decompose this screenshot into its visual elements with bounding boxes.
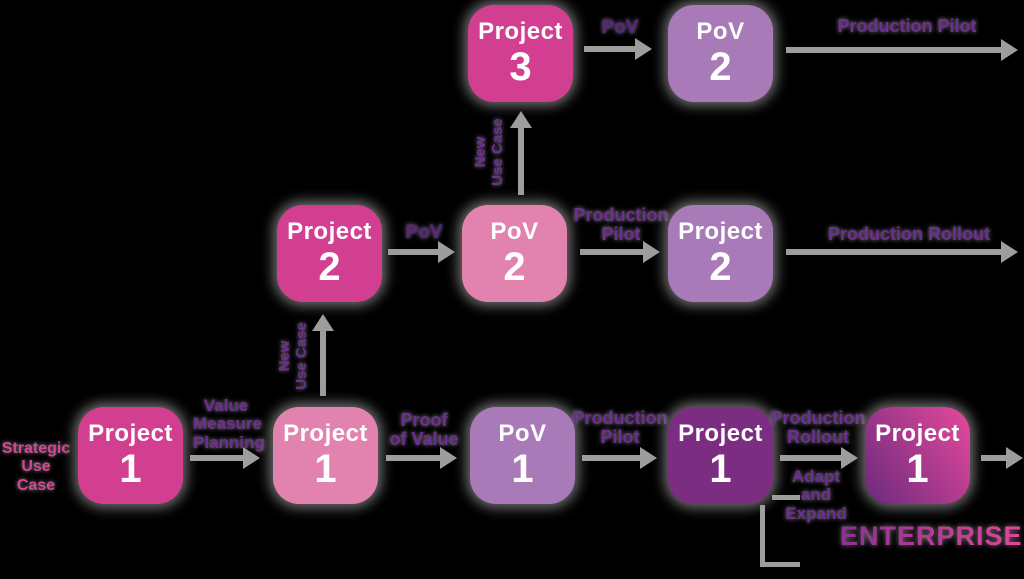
arrow-project3-to-pov2 [584, 38, 652, 60]
node-number: 3 [509, 45, 532, 90]
node-project-1-b: Project 1 [273, 407, 378, 504]
arrow-label-proof-of-value: Proof of Value [389, 410, 459, 450]
node-title: Project [678, 419, 763, 447]
arrow-head-icon [510, 111, 532, 128]
node-number: 2 [709, 245, 732, 290]
node-number: 1 [906, 447, 929, 492]
node-number: 1 [314, 447, 337, 492]
node-number: 2 [709, 45, 732, 90]
node-title: Project [287, 217, 372, 245]
node-title: Project [678, 217, 763, 245]
arrow-project2-to-pov2 [388, 241, 455, 263]
arrow-head-icon [841, 447, 858, 469]
node-title: Project [283, 419, 368, 447]
node-project-1-c: Project 1 [668, 407, 773, 504]
node-project-3: Project 3 [468, 5, 573, 102]
arrow-label-pov-mid: PoV [405, 222, 443, 243]
node-number: 1 [511, 447, 534, 492]
arrow-line [786, 47, 1001, 53]
node-number: 2 [318, 245, 341, 290]
node-title: PoV [696, 17, 745, 45]
node-pov-1: PoV 1 [470, 407, 575, 504]
arrow-head-icon [243, 447, 260, 469]
arrow-line [786, 249, 1001, 255]
node-title: Project [88, 419, 173, 447]
strategic-use-case-label: Strategic Use Case [1, 440, 71, 494]
arrow-head-icon [640, 447, 657, 469]
arrow-label-production-pilot-mid: Production Pilot [573, 205, 669, 245]
arrow-label-new-use-case-bottom: New Use Case [276, 322, 310, 390]
arrow-label-adapt-and-expand: Adapt and Expand [785, 467, 847, 523]
arrow-project2-to-production-rollout [786, 241, 1018, 263]
node-project-1-d: Project 1 [865, 407, 970, 504]
arrow-line [518, 128, 524, 195]
arrow-new-use-case-top [510, 111, 532, 195]
arrow-label-production-rollout-mid: Production Rollout [828, 224, 990, 244]
arrow-head-icon [1001, 39, 1018, 61]
arrow-head-icon [635, 38, 652, 60]
arrow-label-production-pilot-top: Production Pilot [837, 16, 977, 36]
node-title: Project [875, 419, 960, 447]
arrow-line [190, 455, 243, 461]
arrow-label-pov-top: PoV [601, 17, 639, 38]
arrow-head-icon [440, 447, 457, 469]
node-number: 1 [119, 447, 142, 492]
arrow-line [386, 455, 440, 461]
arrow-project1b-to-pov1 [386, 447, 457, 469]
node-title: PoV [490, 217, 539, 245]
adapt-elbow-vertical-line [760, 505, 765, 567]
arrow-head-icon [438, 241, 455, 263]
arrow-pov1-to-project1c [582, 447, 657, 469]
node-number: 1 [709, 447, 732, 492]
arrow-new-use-case-bottom [312, 314, 334, 396]
node-title: Project [478, 17, 563, 45]
arrow-line [388, 249, 438, 255]
arrow-project1c-to-project1d [780, 447, 858, 469]
arrow-project1d-out [981, 447, 1023, 469]
arrow-label-production-pilot-bottom: Production Pilot [572, 408, 668, 448]
node-pov-2-mid: PoV 2 [462, 205, 567, 302]
node-title: PoV [498, 419, 547, 447]
arrow-label-production-rollout-bottom: Production Rollout [770, 408, 866, 448]
node-number: 2 [503, 245, 526, 290]
arrow-line [780, 455, 841, 461]
arrow-label-new-use-case-top: New Use Case [472, 118, 506, 186]
arrow-pov2-to-production-pilot [786, 39, 1018, 61]
arrow-pov2-to-project2 [580, 241, 660, 263]
node-project-2: Project 2 [277, 205, 382, 302]
arrow-project1a-to-project1b [190, 447, 260, 469]
arrow-line [580, 249, 643, 255]
arrow-line [582, 455, 640, 461]
arrow-line [981, 455, 1006, 461]
arrow-line [320, 331, 326, 396]
node-project-1-a: Project 1 [78, 407, 183, 504]
node-pov-2-top: PoV 2 [668, 5, 773, 102]
arrow-label-value-measure-planning: Value Measure Planning [193, 396, 265, 452]
adapt-elbow-horizontal-line [760, 562, 800, 567]
arrow-head-icon [1006, 447, 1023, 469]
adapt-connector-line [772, 495, 800, 500]
arrow-head-icon [643, 241, 660, 263]
arrow-head-icon [312, 314, 334, 331]
arrow-head-icon [1001, 241, 1018, 263]
arrow-line [584, 46, 635, 52]
enterprise-label: ENTERPRISE [840, 521, 1023, 551]
node-project-2-right: Project 2 [668, 205, 773, 302]
